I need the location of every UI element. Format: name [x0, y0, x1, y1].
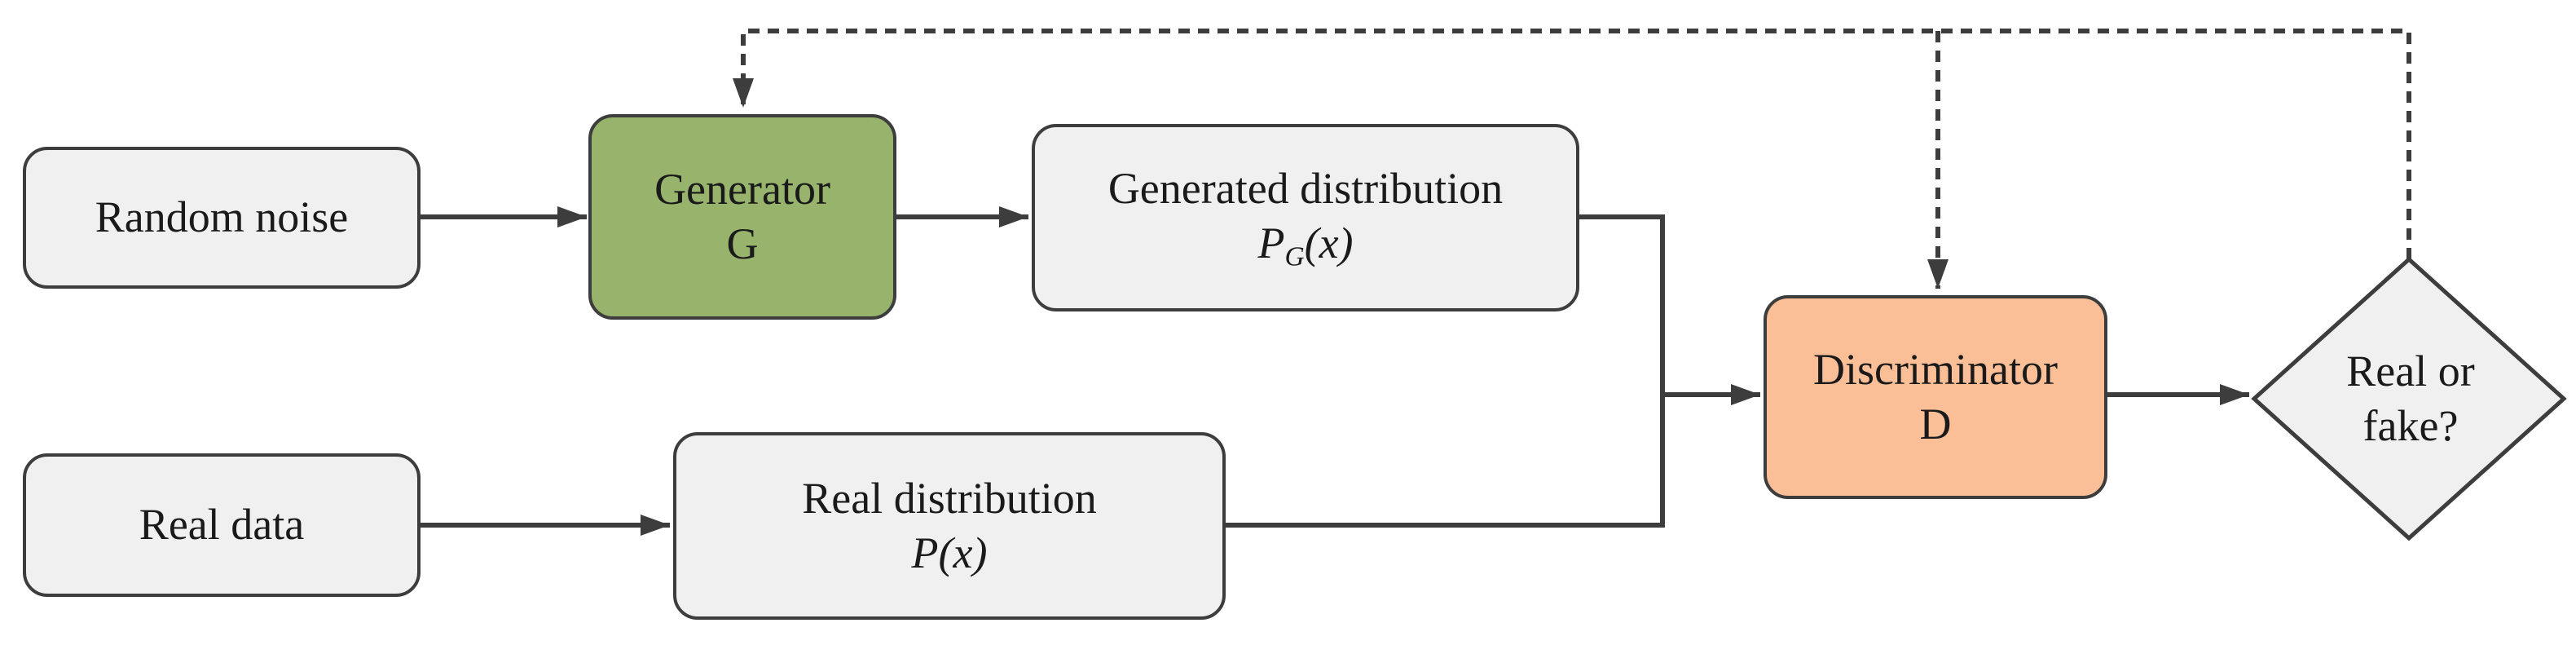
real-distribution-node: Real distribution P(x) [673, 432, 1226, 620]
random-noise-label: Random noise [95, 192, 349, 242]
discriminator-node: Discriminator D [1764, 295, 2107, 499]
discriminator-symbol: D [1919, 400, 1952, 448]
generator-node: Generator G [588, 114, 896, 320]
decision-label: Real or fake? [2256, 261, 2565, 537]
generated-distribution-node: Generated distribution PG(x) [1032, 124, 1579, 311]
real-distribution-formula-argument: (x) [938, 528, 988, 577]
real-distribution-label: Real distribution [802, 473, 1097, 523]
generator-label: Generator [654, 164, 830, 214]
connector-real-distribution-to-merge [1226, 395, 1665, 528]
random-noise-node: Random noise [23, 147, 421, 289]
real-data-label: Real data [139, 500, 305, 550]
generator-symbol: G [726, 219, 759, 268]
generated-distribution-formula-subscript: G [1284, 241, 1305, 272]
generated-distribution-formula: PG(x) [1257, 216, 1353, 274]
connector-generated-distribution-to-merge [1579, 214, 1665, 395]
real-data-node: Real data [23, 453, 421, 597]
generated-distribution-formula-argument: (x) [1304, 219, 1354, 268]
real-distribution-formula: P(x) [912, 526, 988, 581]
feedback-line-dashed [733, 29, 2411, 259]
decision-diamond [2251, 256, 2567, 541]
decision-line-2: fake? [2362, 401, 2459, 450]
generated-distribution-formula-symbol: P [1257, 219, 1285, 268]
decision-line-1: Real or [2346, 346, 2475, 395]
generated-distribution-label: Generated distribution [1107, 163, 1504, 213]
discriminator-label: Discriminator [1813, 344, 2058, 394]
real-distribution-formula-symbol: P [911, 528, 939, 577]
